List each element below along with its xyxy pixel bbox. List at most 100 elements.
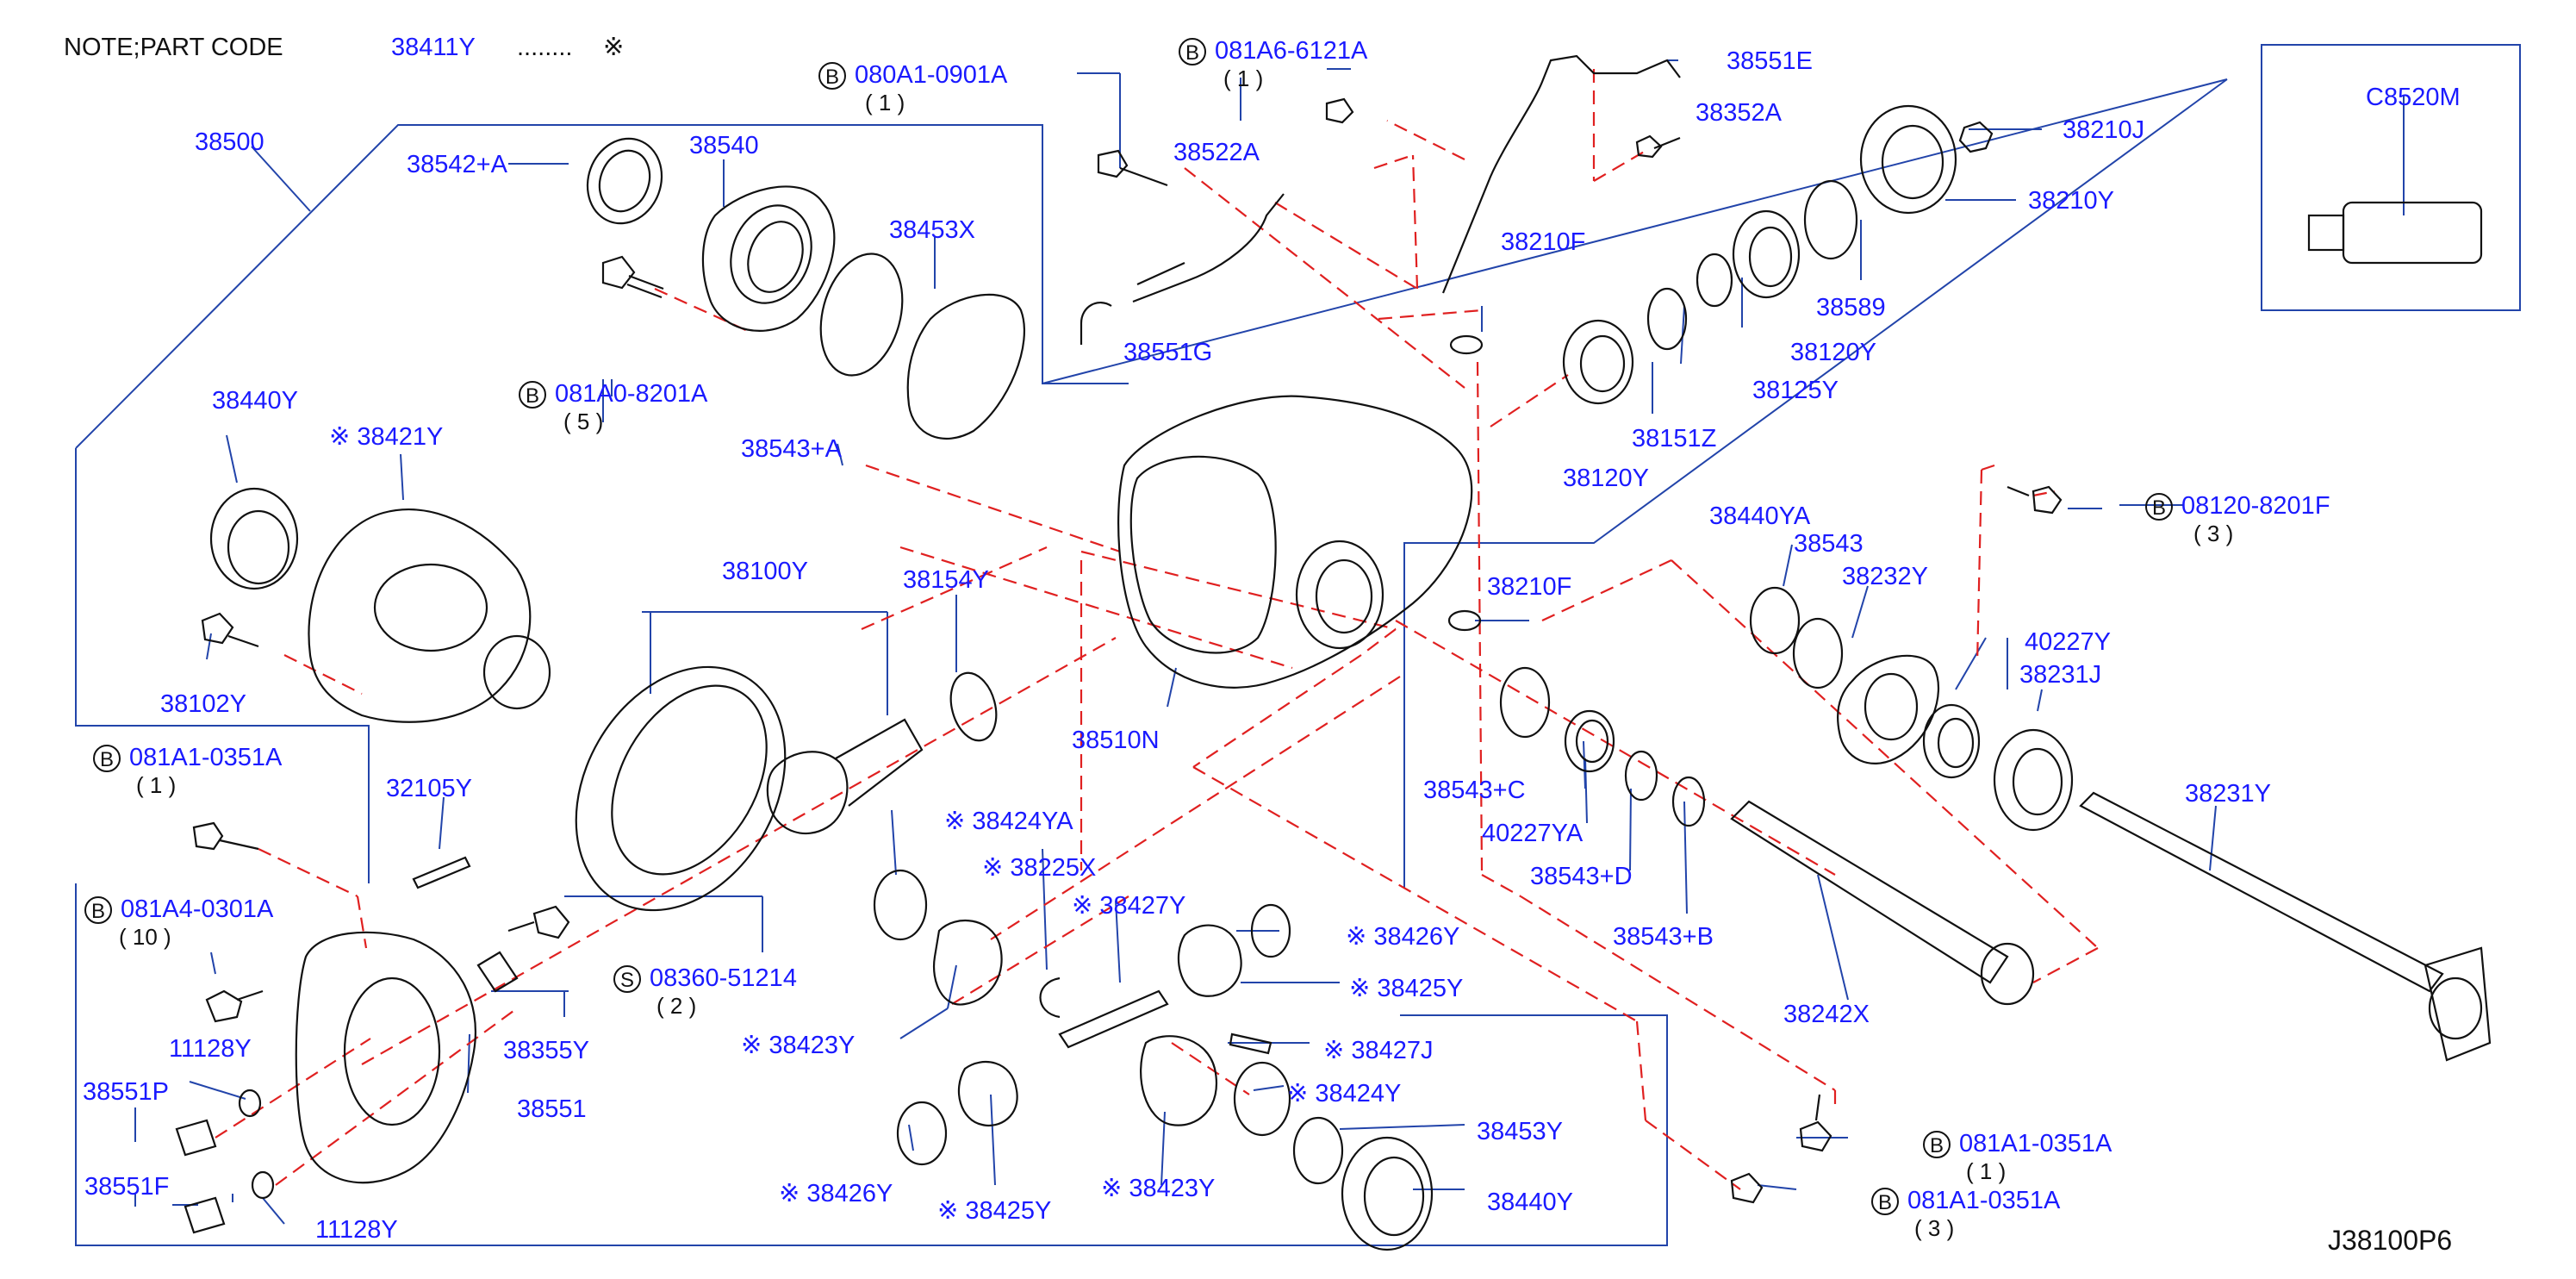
screw-mark-icon: S xyxy=(613,965,641,994)
part-38100y[interactable]: 38100Y xyxy=(722,558,808,585)
part-38540[interactable]: 38540 xyxy=(689,132,759,159)
bolt-mark-icon: B xyxy=(519,381,546,409)
note-dots: ........ xyxy=(517,34,573,61)
bolt-081a4-0301a[interactable]: B 081A4-0301A xyxy=(84,895,274,925)
part-38589[interactable]: 38589 xyxy=(1816,294,1886,321)
part-38423y-a[interactable]: ※ 38423Y xyxy=(741,1032,856,1059)
part-11128y-a[interactable]: 11128Y xyxy=(169,1035,252,1063)
part-38425y-b[interactable]: ※ 38425Y xyxy=(937,1197,1052,1225)
part-38551e[interactable]: 38551E xyxy=(1727,47,1813,75)
group-outline-38500 xyxy=(75,124,1129,449)
screw-08360-51214[interactable]: S 08360-51214 xyxy=(613,964,797,994)
group-outline-right xyxy=(1403,78,2228,888)
part-38151z[interactable]: 38151Z xyxy=(1632,425,1717,452)
part-38125y[interactable]: 38125Y xyxy=(1752,377,1839,404)
part-38355y[interactable]: 38355Y xyxy=(503,1037,589,1064)
part-38522a[interactable]: 38522A xyxy=(1173,139,1260,166)
part-38551p[interactable]: 38551P xyxy=(83,1078,169,1106)
part-38510n[interactable]: 38510N xyxy=(1072,727,1160,754)
part-38210f-top[interactable]: 38210F xyxy=(1501,228,1586,256)
bolt-qty: ( 5 ) xyxy=(563,409,604,434)
part-38210y[interactable]: 38210Y xyxy=(2028,187,2114,215)
part-38120y-a[interactable]: 38120Y xyxy=(1790,339,1876,366)
part-38102y[interactable]: 38102Y xyxy=(160,690,246,718)
part-38543b[interactable]: 38543+B xyxy=(1613,923,1714,951)
bolt-code: 081A6-6121A xyxy=(1215,37,1368,65)
bolt-qty: ( 1 ) xyxy=(1966,1158,2007,1184)
part-38232y[interactable]: 38232Y xyxy=(1842,563,1928,590)
bolt-qty: ( 10 ) xyxy=(119,924,171,950)
note-label: NOTE;PART CODE xyxy=(64,34,283,61)
part-38543[interactable]: 38543 xyxy=(1794,530,1864,558)
part-38424ya[interactable]: ※ 38424YA xyxy=(944,808,1073,835)
part-38427j[interactable]: ※ 38427J xyxy=(1323,1037,1434,1064)
bolt-code: 080A1-0901A xyxy=(855,61,1008,89)
bolt-mark-icon: B xyxy=(1871,1188,1899,1216)
bolt-081a0-8201a[interactable]: B 081A0-8201A xyxy=(519,379,707,409)
bolt-qty: ( 3 ) xyxy=(1914,1215,1955,1241)
bolt-mark-icon: B xyxy=(93,745,121,773)
bolt-code: 081A1-0351A xyxy=(1907,1187,2061,1214)
bolt-mark-icon: B xyxy=(818,62,846,90)
bolt-code: 08120-8201F xyxy=(2181,492,2330,520)
part-38543c[interactable]: 38543+C xyxy=(1423,777,1526,804)
part-38242x[interactable]: 38242X xyxy=(1783,1001,1870,1028)
part-38210j[interactable]: 38210J xyxy=(2063,116,2145,144)
bolt-mark-icon: B xyxy=(84,896,112,925)
group-outline-cover xyxy=(75,883,1668,1246)
part-38543d[interactable]: 38543+D xyxy=(1530,863,1633,890)
bolt-code: 081A4-0301A xyxy=(121,895,274,923)
part-38421y[interactable]: ※ 38421Y xyxy=(329,423,444,451)
part-38423y-b[interactable]: ※ 38423Y xyxy=(1101,1175,1216,1202)
part-38426y-a[interactable]: ※ 38426Y xyxy=(1346,923,1460,951)
part-38210f-mid[interactable]: 38210F xyxy=(1487,573,1572,601)
part-38154y[interactable]: 38154Y xyxy=(903,566,989,594)
part-40227y[interactable]: 40227Y xyxy=(2025,628,2111,656)
part-38231j[interactable]: 38231J xyxy=(2019,661,2102,689)
bolt-qty: ( 1 ) xyxy=(865,90,905,115)
bolt-code: 081A1-0351A xyxy=(129,744,283,771)
bolt-mark-icon: B xyxy=(2145,493,2173,521)
part-38352a[interactable]: 38352A xyxy=(1696,99,1782,127)
part-38424y[interactable]: ※ 38424Y xyxy=(1287,1080,1402,1107)
part-38425y-a[interactable]: ※ 38425Y xyxy=(1349,975,1464,1002)
part-38231y[interactable]: 38231Y xyxy=(2185,780,2271,808)
part-38427y[interactable]: ※ 38427Y xyxy=(1072,892,1186,920)
bolt-code: 081A1-0351A xyxy=(1959,1130,2112,1157)
part-38225x[interactable]: ※ 38225X xyxy=(982,854,1097,882)
part-38453y[interactable]: 38453Y xyxy=(1477,1118,1563,1145)
part-38426y-b[interactable]: ※ 38426Y xyxy=(779,1180,893,1207)
part-38440y-top[interactable]: 38440Y xyxy=(212,387,298,415)
bolt-qty: ( 3 ) xyxy=(2193,521,2234,546)
note-code: 38411Y xyxy=(391,34,476,61)
part-38440y-bot[interactable]: 38440Y xyxy=(1487,1189,1573,1216)
part-c8520m[interactable]: C8520M xyxy=(2366,84,2461,111)
bolt-mark-icon: B xyxy=(1179,38,1206,66)
bolt-qty: ( 1 ) xyxy=(1223,66,1264,91)
part-38542a[interactable]: 38542+A xyxy=(407,151,507,178)
c8520m-box xyxy=(2261,44,2521,311)
part-11128y-b[interactable]: 11128Y xyxy=(315,1216,398,1244)
bolt-081a1-0351a-r1[interactable]: B 081A1-0351A xyxy=(1923,1129,2112,1159)
part-38120y-b[interactable]: 38120Y xyxy=(1563,465,1649,492)
note-mark: ※ xyxy=(603,34,625,61)
bolt-081a1-0351a-r3[interactable]: B 081A1-0351A xyxy=(1871,1186,2061,1216)
part-38551g[interactable]: 38551G xyxy=(1123,339,1213,366)
part-38500[interactable]: 38500 xyxy=(195,128,264,156)
part-38551[interactable]: 38551 xyxy=(517,1095,587,1123)
part-38543a[interactable]: 38543+A xyxy=(741,435,842,463)
bolt-081a1-0351a-left[interactable]: B 081A1-0351A xyxy=(93,743,283,773)
bolt-mark-icon: B xyxy=(1923,1131,1951,1159)
bolt-080a1-0901a[interactable]: B 080A1-0901A xyxy=(818,60,1007,90)
bolt-081a6-6121a[interactable]: B 081A6-6121A xyxy=(1179,36,1367,66)
part-32105y[interactable]: 32105Y xyxy=(386,775,472,802)
bolt-code: 081A0-8201A xyxy=(555,380,708,408)
part-38453x[interactable]: 38453X xyxy=(889,216,975,244)
bolt-08120-8201f[interactable]: B 08120-8201F xyxy=(2145,491,2330,521)
screw-code: 08360-51214 xyxy=(650,964,797,992)
bolt-qty: ( 1 ) xyxy=(136,772,177,798)
part-40227ya[interactable]: 40227YA xyxy=(1482,820,1584,847)
part-38551f[interactable]: 38551F xyxy=(84,1173,170,1201)
part-38440ya[interactable]: 38440YA xyxy=(1709,502,1811,530)
